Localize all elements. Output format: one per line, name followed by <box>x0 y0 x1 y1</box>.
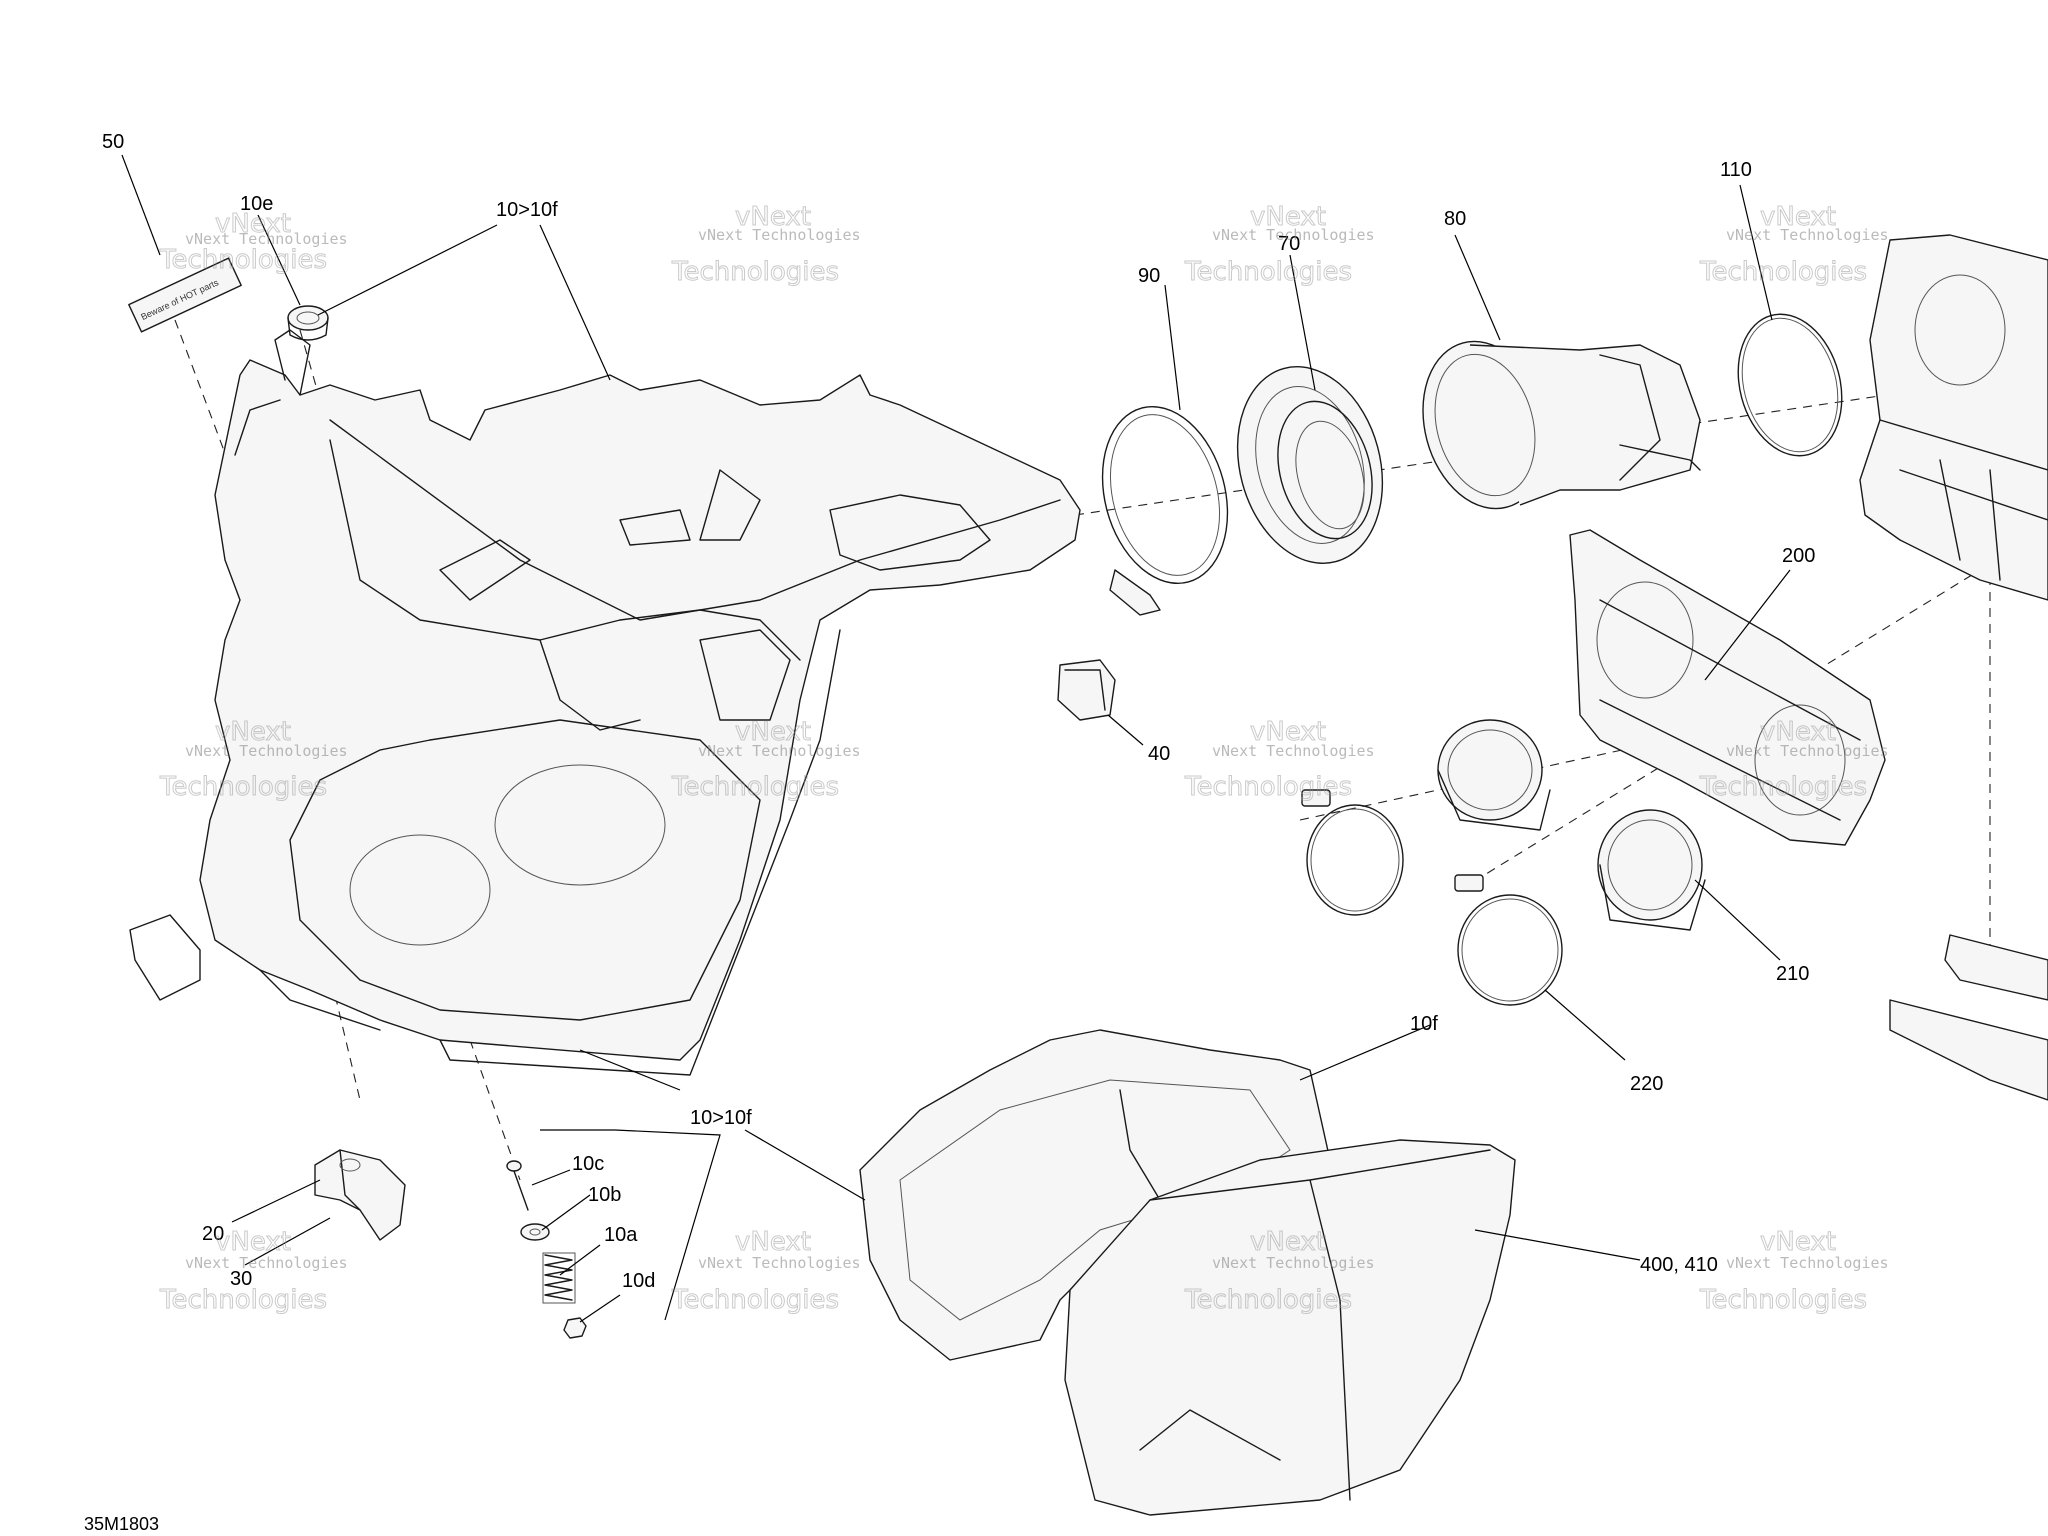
watermark-mid-right: vNext vNext Technologies Technologies <box>1699 717 1889 803</box>
watermark-line1: vNext <box>1760 202 1836 232</box>
watermark-top-mid: vNext vNext Technologies Technologies <box>1184 202 1375 288</box>
intake-duct-part <box>1422 340 1701 510</box>
watermark-mid-center: vNext vNext Technologies Technologies <box>671 717 861 803</box>
screw-part <box>506 1160 529 1211</box>
watermark-mid-mid: vNext vNext Technologies Technologies <box>1184 717 1375 803</box>
callout-10-10f-top: 10>10f <box>496 199 558 221</box>
watermark-line2: vNext Technologies <box>1212 742 1375 760</box>
watermark-line1: vNext <box>215 209 291 239</box>
watermark-line2: vNext Technologies <box>1212 226 1375 244</box>
airbox-housing <box>129 329 1081 1076</box>
spring-part <box>542 1252 576 1304</box>
coupler-part-lower <box>1597 809 1706 931</box>
watermark-line2: vNext Technologies <box>1726 226 1889 244</box>
watermark-bottom-center: vNext vNext Technologies Technologies <box>671 1227 861 1316</box>
callout-10-10f-bottom: 10>10f <box>690 1107 752 1129</box>
watermark-line1: vNext <box>1760 717 1836 747</box>
watermark-line3: Technologies <box>159 245 327 275</box>
intake-plate-part <box>1569 529 1886 846</box>
watermark-top-center: vNext vNext Technologies Technologies <box>671 202 861 288</box>
watermark-mid-left: vNext vNext Technologies Technologies <box>159 717 348 803</box>
watermark-line1: vNext <box>215 717 291 747</box>
watermark-line2: vNext Technologies <box>698 742 861 760</box>
air-intake-frame-part <box>1859 234 2048 601</box>
watermark-top-left: vNext vNext Technologies Technologies <box>159 209 348 276</box>
watermark-line3: Technologies <box>1699 1285 1867 1315</box>
callout-20: 20 <box>202 1223 224 1245</box>
callout-10b: 10b <box>588 1184 621 1206</box>
watermark-line3: Technologies <box>671 257 839 287</box>
watermark-line3: Technologies <box>671 1285 839 1315</box>
watermark-top-right: vNext vNext Technologies Technologies <box>1699 202 1889 288</box>
seal-strip-part <box>1889 934 2048 1101</box>
callout-70: 70 <box>1278 233 1300 255</box>
watermark-line2: vNext Technologies <box>1726 742 1889 760</box>
watermark-bottom-mid: vNext vNext Technologies Technologies <box>1184 1227 1375 1316</box>
small-clamp-part-lower <box>1454 874 1563 1006</box>
callout-80: 80 <box>1444 208 1466 230</box>
callout-30: 30 <box>230 1268 252 1290</box>
large-clamp-part <box>1101 405 1229 616</box>
callout-10a: 10a <box>604 1224 638 1246</box>
watermark-line3: Technologies <box>1699 772 1867 802</box>
watermark-line1: vNext <box>1250 202 1326 232</box>
callout-90: 90 <box>1138 265 1160 287</box>
watermark-line1: vNext <box>735 717 811 747</box>
air-filter-element-part <box>1064 1139 1516 1516</box>
watermark-line2: vNext Technologies <box>1726 1254 1889 1272</box>
watermark-line2: vNext Technologies <box>185 230 348 248</box>
callout-10e: 10e <box>240 193 273 215</box>
watermark-bottom-left: vNext vNext Technologies Technologies <box>159 1227 348 1316</box>
watermark-line3: Technologies <box>671 772 839 802</box>
adapter-ring-part <box>1236 366 1384 564</box>
callout-400-410: 400, 410 <box>1640 1254 1718 1276</box>
leader-lines <box>121 154 1791 1323</box>
callout-210: 210 <box>1776 963 1809 985</box>
watermark-line3: Technologies <box>1184 772 1352 802</box>
watermark-line1: vNext <box>735 1227 811 1257</box>
o-ring-part <box>1737 313 1843 457</box>
watermark-line1: vNext <box>1250 717 1326 747</box>
watermark-line2: vNext Technologies <box>698 226 861 244</box>
watermark-line2: vNext Technologies <box>185 742 348 760</box>
watermark-line3: Technologies <box>1184 1285 1352 1315</box>
callout-110: 110 <box>1720 159 1752 181</box>
callout-220: 220 <box>1630 1073 1663 1095</box>
watermark-line1: vNext <box>215 1227 291 1257</box>
diagram-code: 35M1803 <box>84 1514 159 1534</box>
bracket-part <box>314 1149 406 1241</box>
small-clamp-part-upper <box>1301 789 1404 916</box>
watermark-line3: Technologies <box>159 772 327 802</box>
callout-200: 200 <box>1782 545 1815 567</box>
watermark-line2: vNext Technologies <box>1212 1254 1375 1272</box>
callout-10d: 10d <box>622 1270 655 1292</box>
callout-10c: 10c <box>572 1153 604 1175</box>
washer-part <box>520 1223 550 1241</box>
coupler-part <box>1437 719 1551 831</box>
watermark-line1: vNext <box>735 202 811 232</box>
watermark-line3: Technologies <box>159 1285 327 1315</box>
watermark-line2: vNext Technologies <box>185 1254 348 1272</box>
callout-40: 40 <box>1148 743 1170 765</box>
grommet-part <box>287 305 329 341</box>
watermark-line2: vNext Technologies <box>698 1254 861 1272</box>
callout-labels: 50 10e 10>10f 90 70 80 110 200 40 210 22… <box>102 131 1815 1292</box>
watermark-line3: Technologies <box>1184 257 1352 287</box>
watermark-line1: vNext <box>1760 1227 1836 1257</box>
callout-50: 50 <box>102 131 124 153</box>
watermark-line3: Technologies <box>1699 257 1867 287</box>
mounting-block-part <box>1057 659 1116 721</box>
watermark-line1: vNext <box>1250 1227 1326 1257</box>
callout-10f: 10f <box>1410 1013 1438 1035</box>
watermark-bottom-right: vNext vNext Technologies Technologies <box>1699 1227 1889 1316</box>
nut-part <box>563 1317 587 1339</box>
